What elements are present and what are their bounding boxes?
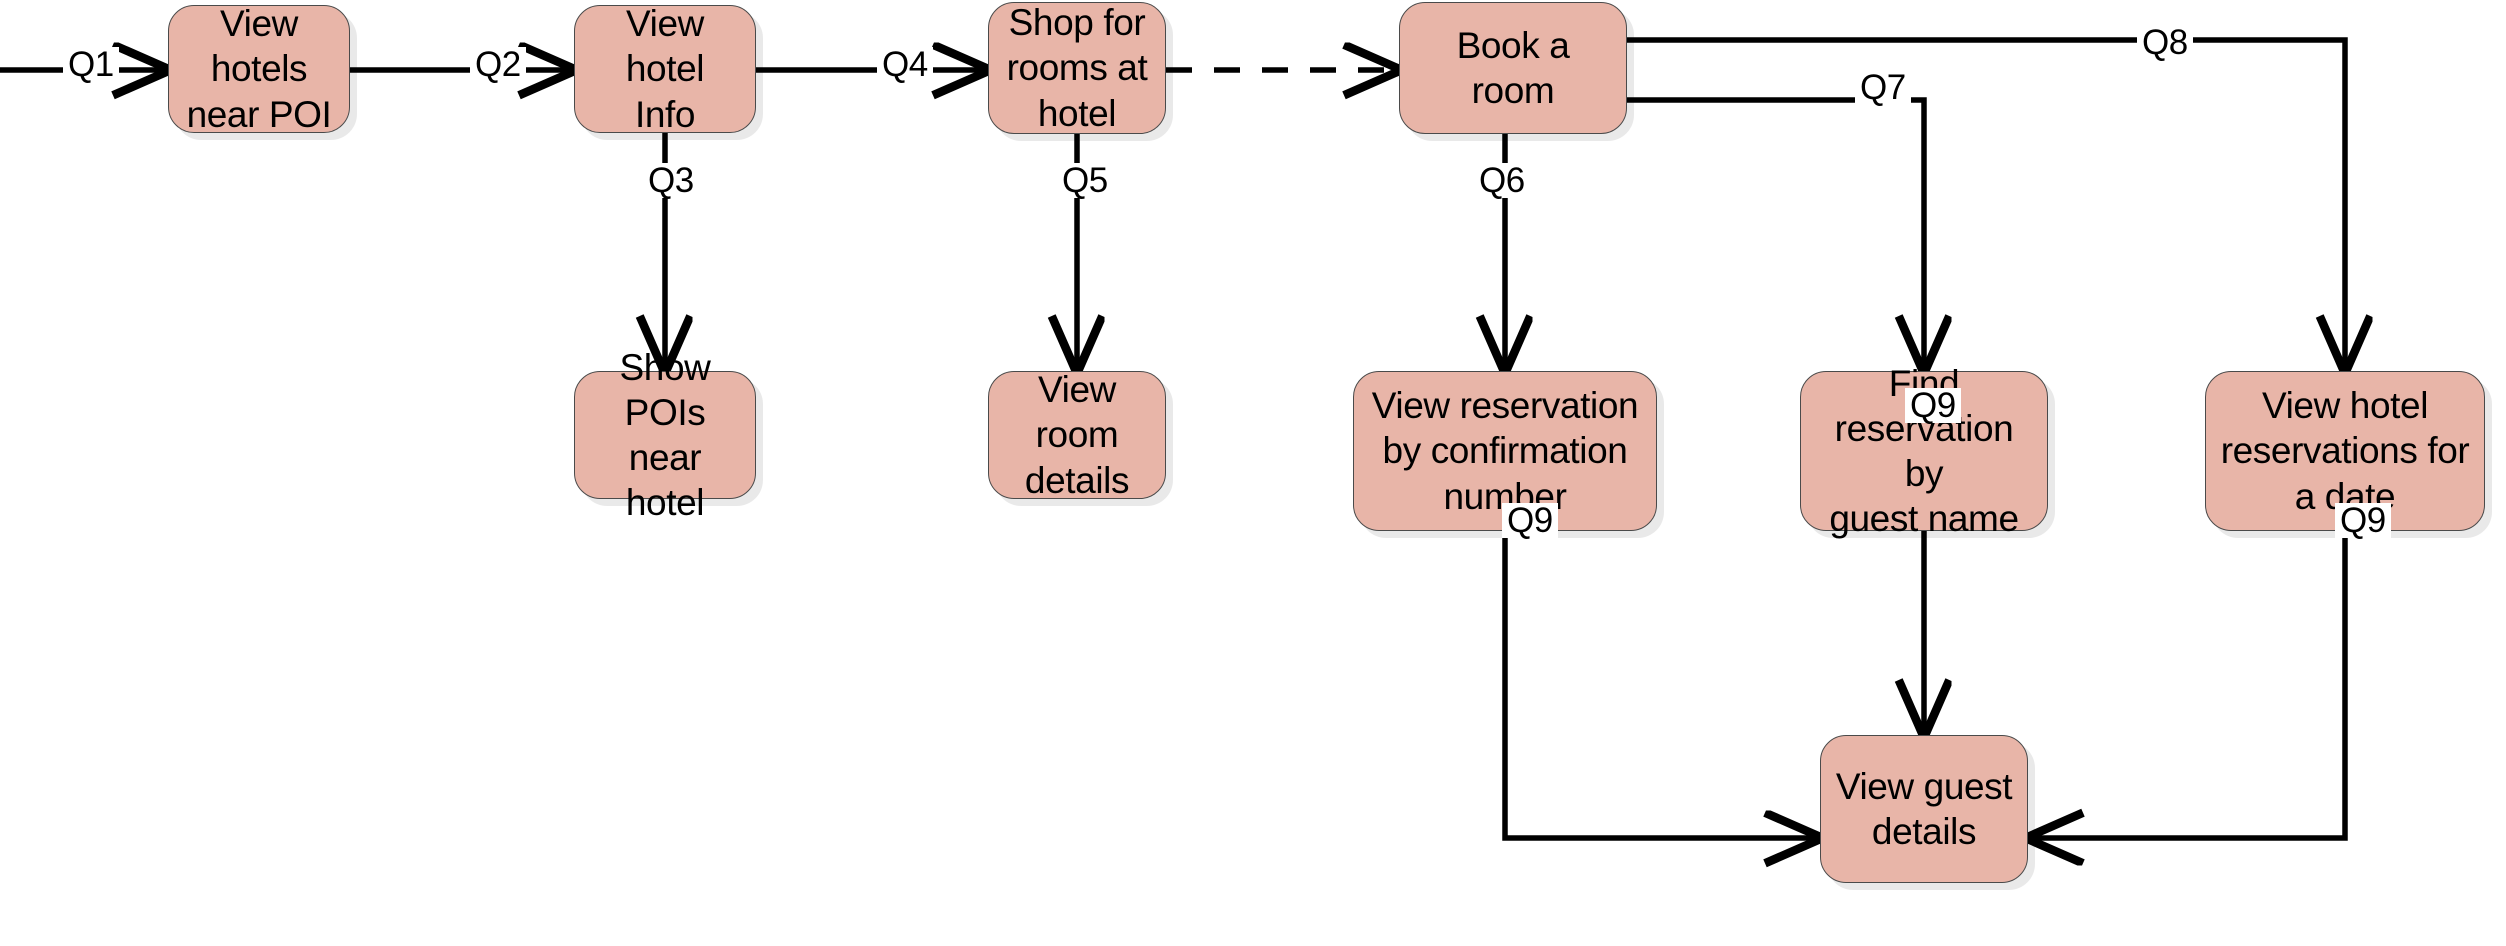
edge-book-room-to-find-reservation	[1627, 97, 1924, 371]
edge-label-q7: Q7	[1855, 70, 1911, 105]
edge-label-q1: Q1	[63, 47, 119, 82]
edge-label-q9-date: Q9	[2335, 503, 2391, 538]
edge-label-q9-confirmation: Q9	[1502, 503, 1558, 538]
edge-hotel-reservations-to-guest-details	[2028, 531, 2348, 838]
edge-label-q3: Q3	[643, 163, 699, 198]
edge-label-q2: Q2	[470, 47, 526, 82]
edge-label-q8: Q8	[2137, 25, 2193, 60]
edge-label-q4: Q4	[877, 47, 933, 82]
edge-label-q6: Q6	[1474, 163, 1530, 198]
edge-label-q5: Q5	[1057, 163, 1113, 198]
edge-view-reservation-to-guest-details	[1502, 531, 1820, 838]
edge-book-room-to-hotel-reservations	[1627, 37, 2345, 371]
edge-label-q9-guest-name: Q9	[1905, 388, 1961, 423]
